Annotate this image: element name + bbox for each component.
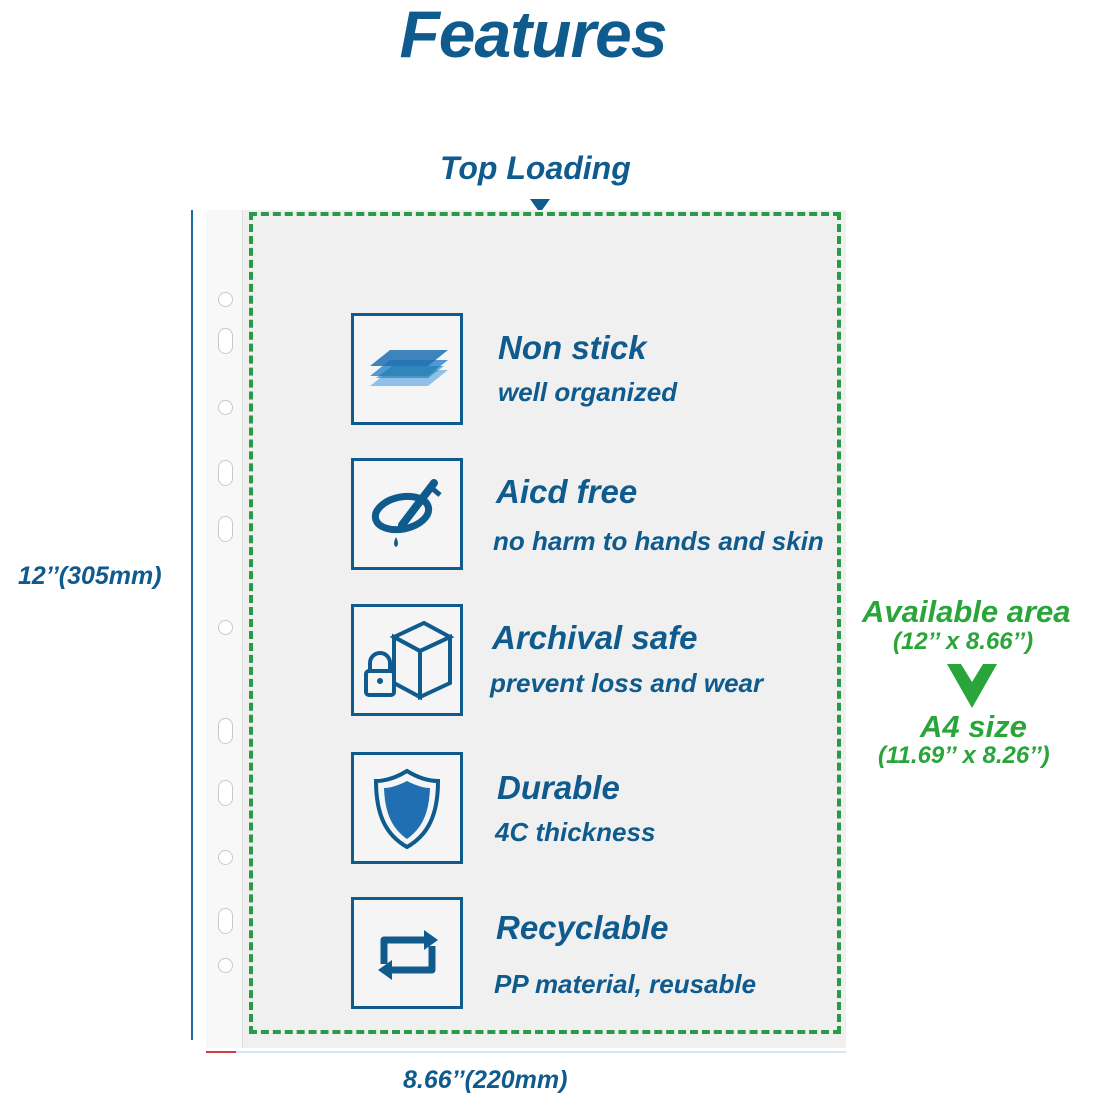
punch-hole [218,460,233,486]
top-loading-label: Top Loading [440,150,631,186]
punched-hole-strip [206,210,243,1048]
feature-icon-box [351,752,463,864]
punch-hole [218,908,233,934]
height-dimension-line [191,210,193,1040]
feature-subtitle: well organized [498,377,678,407]
height-dimension-label: 12’’(305mm) [18,562,162,590]
recycle-arrows-icon [378,930,438,980]
punch-hole [218,400,233,415]
feature-icon-box [351,313,463,425]
feature-icon-box [351,604,463,716]
feature-subtitle: PP material, reusable [494,969,757,999]
width-dimension-line [206,1051,846,1053]
punch-hole [218,620,233,635]
sheet-protector [206,210,846,1048]
punch-hole [218,780,233,806]
feature-title: Non stick [498,329,647,366]
chevron-down-icon [947,664,997,708]
a4-size-label: A4 size [920,709,1027,744]
feature-subtitle: no harm to hands and skin [493,526,824,556]
width-dimension-line-marker [206,1051,236,1053]
feature-title: Aicd free [496,473,638,510]
a4-size-dimensions: (11.69’’ x 8.26’’) [878,742,1050,769]
no-dropper-icon [371,479,442,547]
punch-hole [218,958,233,973]
punch-hole [218,516,233,542]
top-loading-arrow-icon [530,199,550,213]
locked-box-icon [364,620,455,701]
available-area-dimensions: (12’’ x 8.66’’) [893,628,1034,655]
page-title: Features [399,0,667,71]
feature-title: Recyclable [496,909,669,946]
feature-title: Archival safe [492,619,698,656]
width-dimension-label: 8.66’’(220mm) [403,1066,568,1094]
punch-hole [218,718,233,744]
feature-subtitle: 4C thickness [495,817,656,847]
available-area-label: Available area [862,594,1071,629]
shield-icon [373,768,441,850]
available-area-outline [249,212,841,1034]
feature-icon-box [351,897,463,1009]
feature-title: Durable [497,769,620,806]
feature-subtitle: prevent loss and wear [490,668,764,698]
punch-hole [218,850,233,865]
feature-icon-box [351,458,463,570]
stacked-layers-icon [370,350,448,386]
punch-hole [218,292,233,307]
punch-hole [218,328,233,354]
